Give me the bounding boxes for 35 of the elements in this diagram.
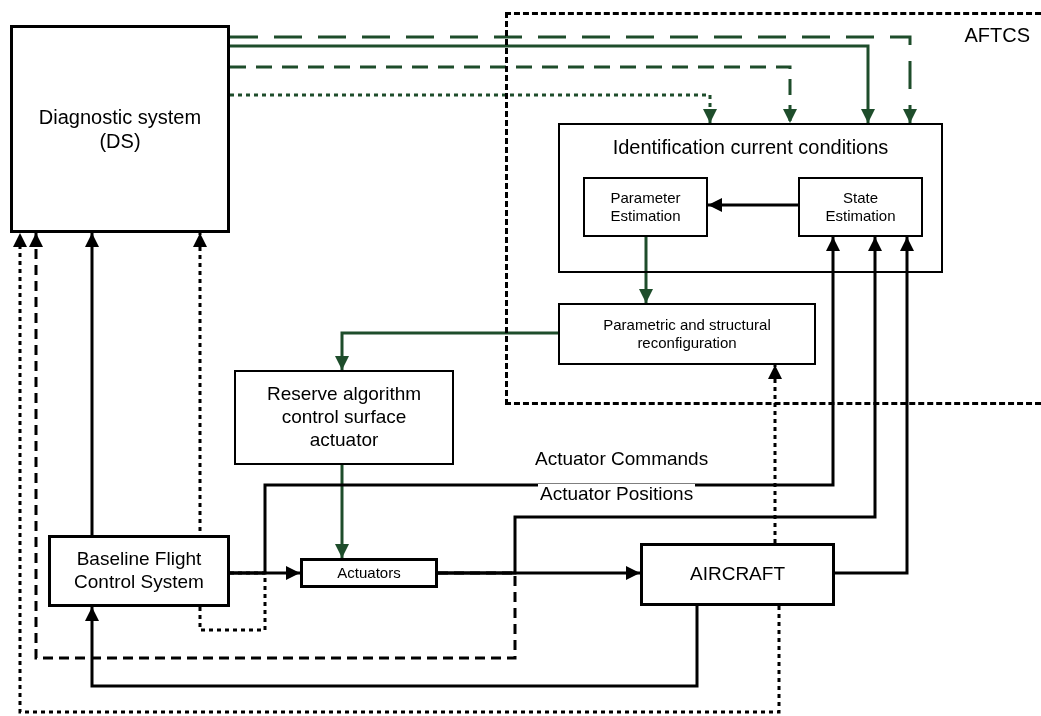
box-label: Baseline Flight Control System (73, 548, 205, 594)
arrow (29, 233, 517, 660)
process-box (558, 123, 943, 273)
arrow (335, 465, 349, 558)
box-label: Actuators (336, 564, 402, 582)
process-box (10, 25, 230, 233)
process-box (234, 370, 454, 465)
box-label: State Estimation (824, 189, 897, 225)
arrow (230, 44, 875, 123)
arrow (13, 233, 781, 714)
arrow (85, 606, 699, 688)
process-box (798, 177, 923, 237)
arrow (230, 93, 717, 123)
box-label: Parameter Estimation (609, 189, 682, 225)
arrow (639, 237, 653, 303)
arrow (230, 35, 917, 123)
process-box (300, 558, 438, 588)
box-label: Diagnostic system (DS) (37, 105, 203, 153)
box-label: AIRCRAFT (689, 563, 786, 586)
system-boundary (505, 12, 1041, 405)
arrow (708, 198, 798, 212)
arrow (335, 331, 558, 370)
arrow (768, 365, 782, 543)
box-label: Parametric and structural reconfiguration (602, 316, 772, 352)
region-label: AFTCS (963, 23, 1031, 47)
arrow (85, 233, 99, 535)
arrow (230, 65, 797, 123)
process-box (583, 177, 708, 237)
box-label: Identification current conditions (611, 135, 890, 159)
arrow (193, 233, 267, 632)
box-label: Reserve algorithm control surface actuator (265, 383, 423, 452)
process-box (640, 543, 835, 606)
arrow (835, 237, 914, 575)
process-box (558, 303, 816, 365)
process-box (48, 535, 230, 607)
